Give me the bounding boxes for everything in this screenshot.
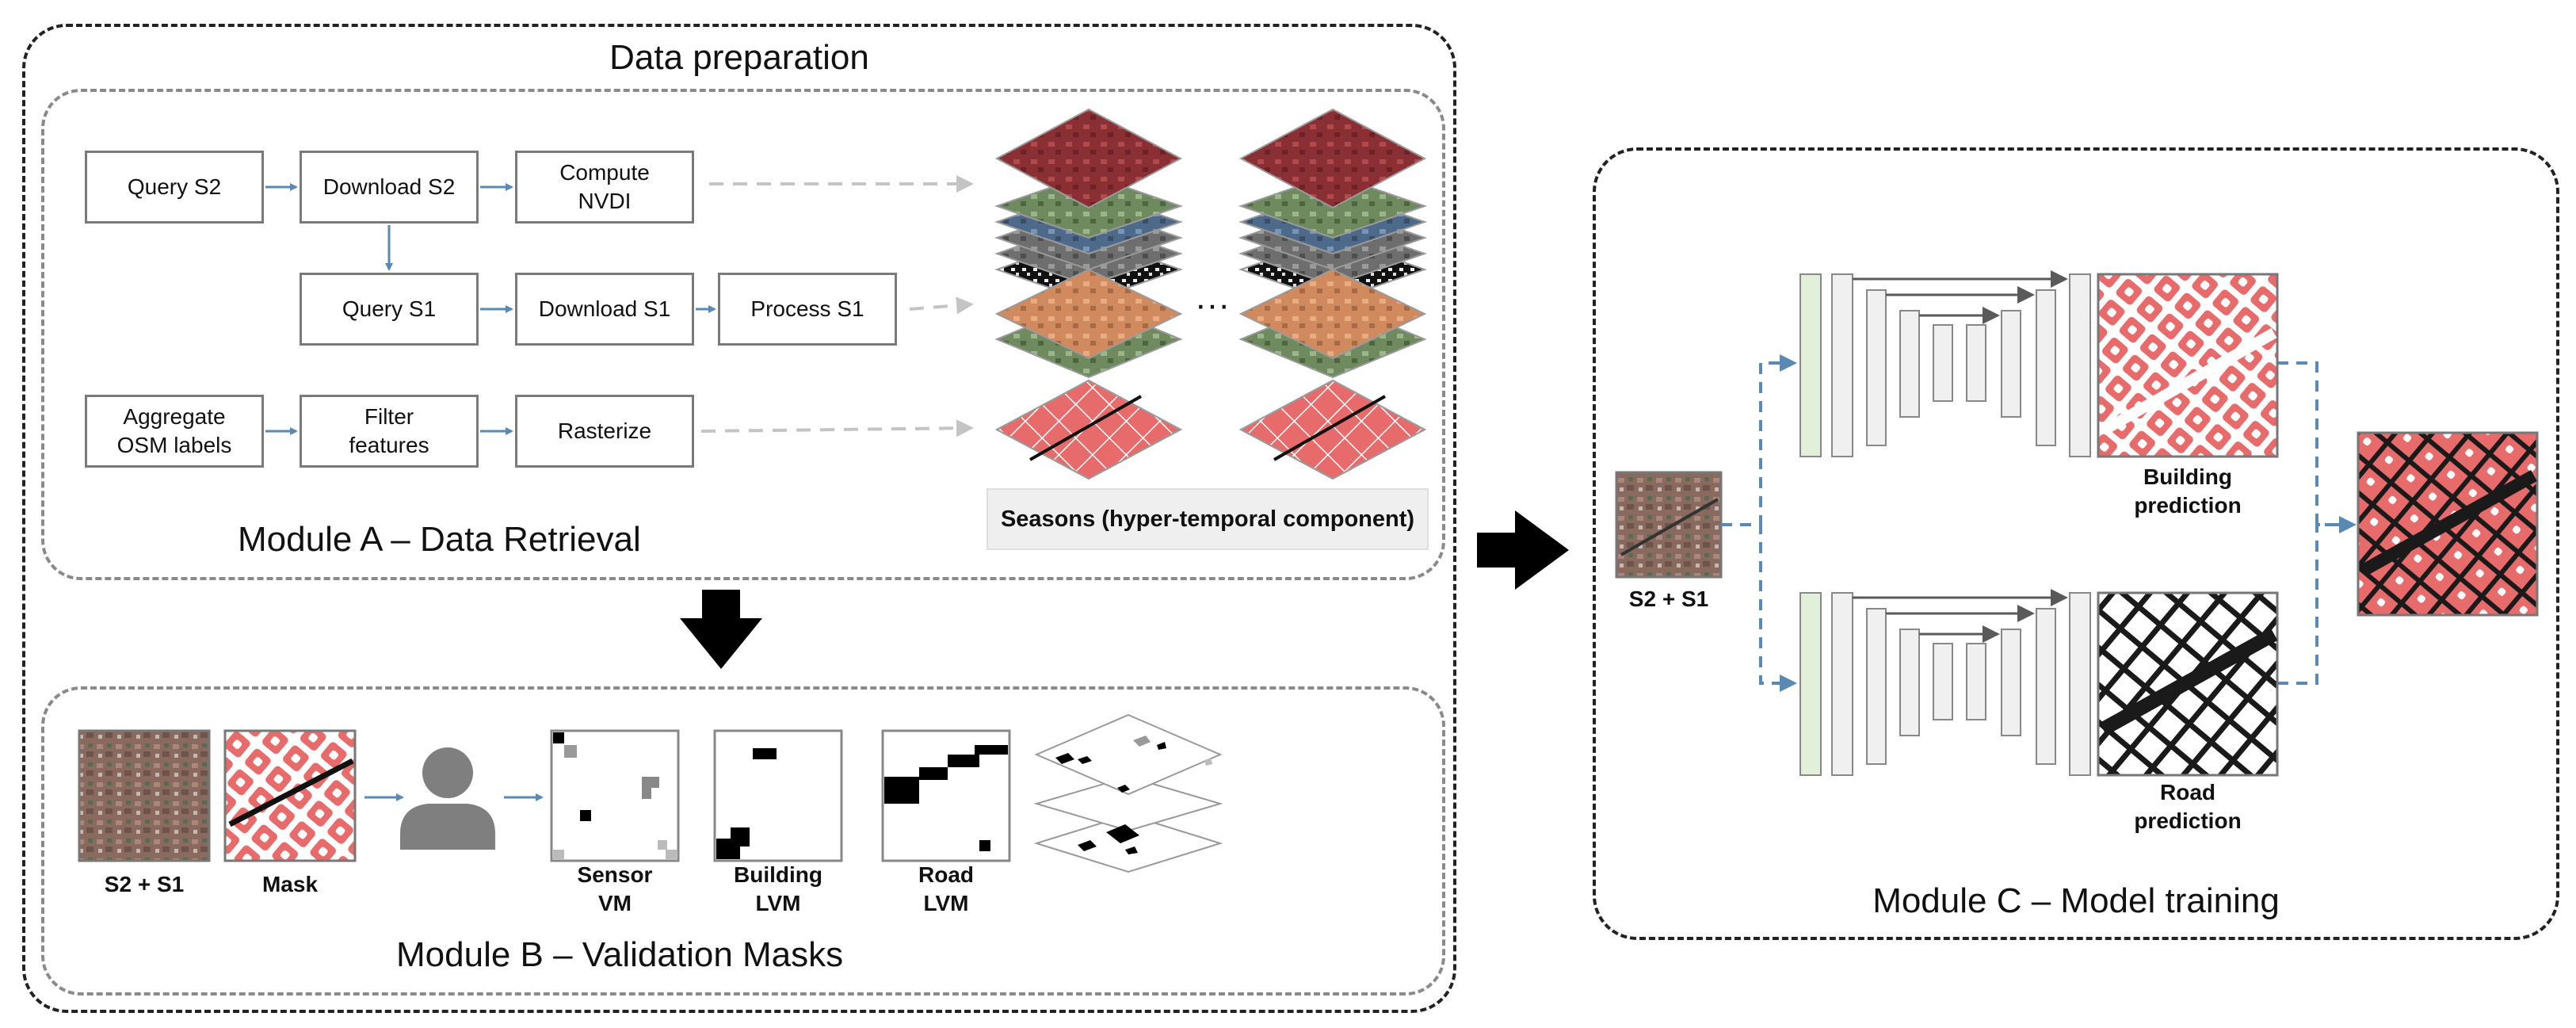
filter-features-step: Filter features [300, 395, 479, 468]
right-arrow [1477, 510, 1569, 590]
compute-nvdi-step: Compute NVDI [515, 151, 694, 224]
module-a-title: Module A – Data Retrieval [238, 520, 641, 559]
download-s2-step: Download S2 [300, 151, 479, 224]
season-ellipsis: ··· [1195, 285, 1230, 324]
road-lvm-label: Road LVM [918, 862, 974, 915]
data-preparation-title: Data preparation [609, 38, 869, 77]
query-s2-step: Query S2 [85, 151, 264, 224]
person-icon [400, 747, 495, 850]
module-c-title: Module C – Model training [1872, 881, 2280, 920]
download-s1-step: Download S1 [515, 273, 694, 346]
module-b-title: Module B – Validation Masks [396, 935, 844, 974]
module-c-frame [1593, 147, 2559, 940]
process-s1-step: Process S1 [718, 273, 897, 346]
module-b-mask-label: Mask [261, 872, 319, 896]
down-arrow [680, 590, 762, 669]
query-s1-step: Query S1 [300, 273, 479, 346]
season-stack-2 [1238, 108, 1428, 480]
module-c-graphics [1615, 270, 2539, 777]
module-b-s2s1-label: S2 + S1 [104, 872, 185, 896]
module-c-input-label: S2 + S1 [1628, 587, 1709, 611]
module-b-graphics [78, 713, 1223, 873]
season-stack-1 [994, 108, 1184, 480]
sensor-vm-label: Sensor VM [577, 862, 653, 915]
module-a-frame [41, 89, 1445, 580]
season-connectors [700, 175, 974, 438]
rasterize-step: Rasterize [515, 395, 694, 468]
road-prediction-label: Road prediction [2134, 780, 2242, 833]
data-preparation-frame [22, 24, 1456, 1013]
building-prediction-label: Building prediction [2134, 464, 2242, 518]
seasons-label: Seasons (hyper-temporal component) [987, 488, 1429, 550]
aggregate-osm-step: Aggregate OSM labels [85, 395, 264, 468]
unet-road [1799, 592, 2091, 776]
module-a-arrows [265, 183, 716, 435]
module-b-frame [41, 686, 1445, 996]
unet-building [1799, 273, 2091, 457]
building-lvm-label: Building LVM [734, 862, 822, 915]
